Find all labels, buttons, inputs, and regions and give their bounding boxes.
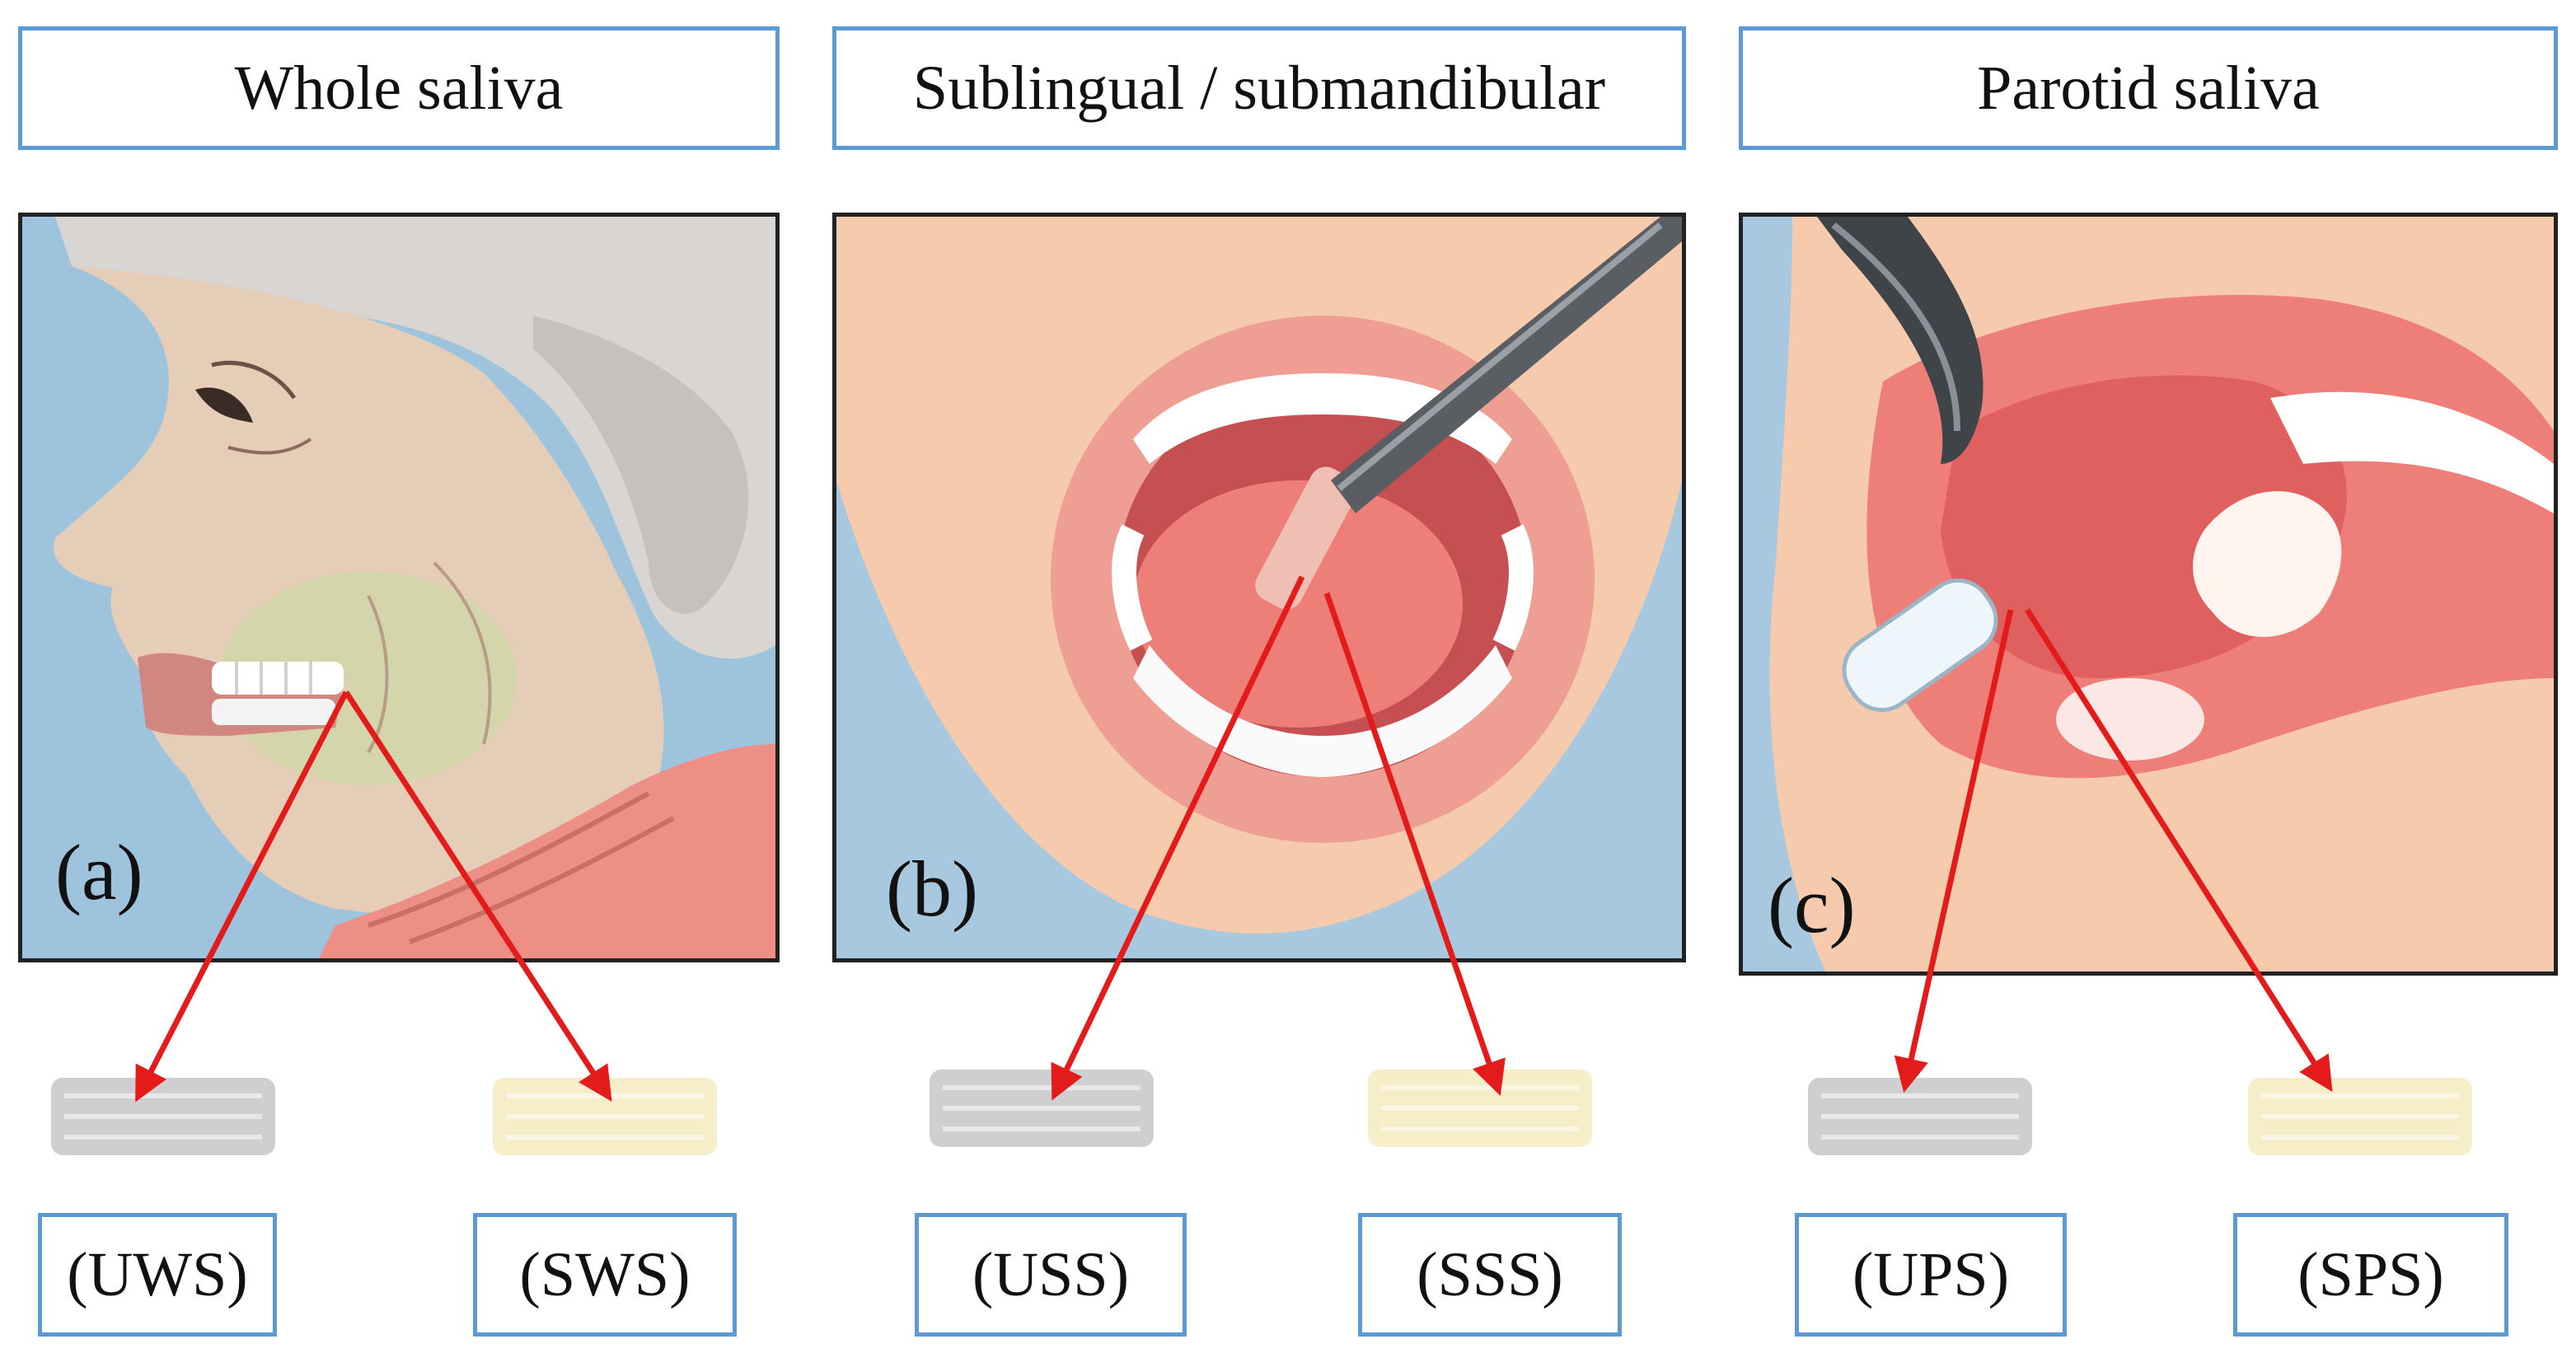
label-uws: (UWS) — [38, 1213, 277, 1337]
stimulated-roll-icon-a — [493, 1078, 717, 1155]
stimulated-roll-icon-c — [2248, 1078, 2472, 1155]
label-sps: (SPS) — [2233, 1213, 2508, 1337]
title-whole-saliva: Whole saliva — [18, 26, 780, 150]
panel-label-b: (b) — [886, 845, 978, 933]
panel-label-c: (c) — [1768, 861, 1856, 949]
label-uss: (USS) — [915, 1213, 1187, 1337]
panel-a-whole-saliva-illustration: (a) — [18, 213, 780, 962]
label-sws: (SWS) — [473, 1213, 737, 1337]
unstimulated-roll-icon-a — [51, 1078, 275, 1155]
panel-c-parotid-illustration: (c) — [1739, 213, 2558, 976]
label-sss: (SSS) — [1358, 1213, 1622, 1337]
label-ups: (UPS) — [1795, 1213, 2067, 1337]
unstimulated-roll-icon-c — [1808, 1078, 2032, 1155]
unstimulated-roll-icon-b — [930, 1070, 1154, 1147]
title-parotid-saliva: Parotid saliva — [1739, 26, 2558, 150]
panel-b-sublingual-illustration: (b) — [832, 213, 1686, 962]
cheek-retracted-image — [1743, 217, 2554, 971]
title-sublingual-submandibular: Sublingual / submandibular — [832, 26, 1686, 150]
stimulated-roll-icon-b — [1368, 1070, 1592, 1147]
panel-label-a: (a) — [55, 828, 143, 916]
